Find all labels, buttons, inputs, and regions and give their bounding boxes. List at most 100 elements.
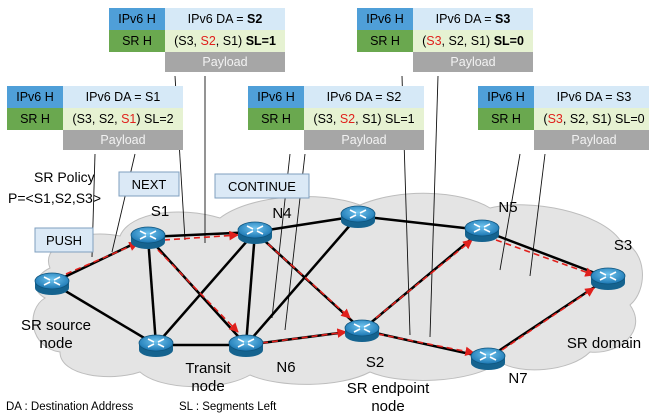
segment-field-bg [534,108,649,130]
legend-sl: SL : Segments Left [179,401,277,413]
srh-tag-bg [478,108,534,130]
endpoint-role-line1: SR endpoint [347,380,430,397]
da-field: IPv6 DA = S2 [327,90,402,104]
da-field-bg [304,86,424,108]
segment-list: (S3, S2, S1) SL=0 [543,112,644,126]
segment-item: S1 [223,34,238,48]
segment-item: S1 [471,34,486,48]
payload-label: Payload [202,55,247,69]
next-label: NEXT [132,177,167,192]
node-label-s3: S3 [614,237,632,254]
node-label-n7: N7 [508,370,527,387]
continue-action-box: CONTINUE [214,173,310,199]
node-label-s1: S1 [151,203,169,220]
segment-item: S1 [592,112,607,126]
segment-list: (S3, S2, S1) SL=2 [72,112,173,126]
srh-tag-bg [109,30,165,52]
segment-list: (S3, S2, S1) SL=1 [313,112,414,126]
node-label-n6: N6 [276,359,295,376]
segment-item: S3 [77,112,92,126]
srh-tag-bg [357,30,413,52]
ipv6-tag-bg [357,8,413,30]
policy-title: SR Policy [34,169,95,185]
segment-close: ) [238,34,246,48]
payload-bg [304,130,424,150]
segment-item: S2 [99,112,114,126]
payload-label: Payload [571,133,616,147]
segment-item: S3 [426,34,441,48]
payload-bg [165,52,285,72]
continue-label: CONTINUE [228,179,296,194]
ipv6-tag-label: IPv6 H [487,90,525,104]
node-label-n5: N5 [498,199,517,216]
srh-tag-label: SR H [370,34,400,48]
segment-close: ) [486,34,494,48]
ipv6-tag-label: IPv6 H [257,90,295,104]
ipv6-tag-bg [478,86,534,108]
ipv6-tag-label: IPv6 H [366,12,404,26]
segment-item: S3 [178,34,193,48]
segment-field-bg [304,108,424,130]
router-source [34,272,70,296]
domain-label: SR domain [567,335,641,352]
da-field-bg [534,86,649,108]
segment-open: ( [543,112,548,126]
da-prefix: IPv6 DA = [86,90,145,104]
policy-segments: P=<S1,S2,S3> [8,190,101,206]
transit-role-line1: Transit [185,360,231,377]
da-value: S2 [386,90,401,104]
ipv6-tag-bg [248,86,304,108]
srh-tag-bg [7,108,63,130]
payload-bg [413,52,533,72]
srh-tag-bg [248,108,304,130]
segment-close: ) [136,112,144,126]
segment-close: ) [607,112,615,126]
transit-role-line2: node [191,378,224,395]
payload-bg [63,130,183,150]
da-prefix: IPv6 DA = [327,90,386,104]
router-transit [138,334,174,358]
router-s1 [130,226,166,250]
segments-left: SL=0 [494,34,524,48]
segment-open: ( [174,34,179,48]
sr-domain-cloud [32,192,643,388]
endpoint-role-line2: node [371,398,404,415]
da-field-bg [413,8,533,30]
next-action-box: NEXT [118,171,180,197]
segment-item: S2 [449,34,464,48]
segments-left: SL=1 [246,34,276,48]
da-prefix: IPv6 DA = [557,90,616,104]
push-action-box: PUSH [34,227,94,253]
payload-bg [534,130,649,150]
payload-label: Payload [341,133,386,147]
segment-field-bg [63,108,183,130]
da-prefix: IPv6 DA = [436,12,495,26]
source-role-line1: SR source [21,317,91,334]
router-n5 [464,219,500,243]
segments-left: SL=0 [615,112,645,126]
da-field-bg [165,8,285,30]
segments-left: SL=1 [385,112,415,126]
da-field: IPv6 DA = S2 [188,12,263,26]
ipv6-tag-bg [109,8,165,30]
segment-open: ( [72,112,77,126]
srh-tag-label: SR H [20,112,50,126]
segments-left: SL=2 [144,112,174,126]
router-s3 [590,267,626,291]
router-s2 [344,319,380,343]
payload-label: Payload [100,133,145,147]
segment-item: S1 [362,112,377,126]
packet-header-h5: IPv6 H IPv6 DA = S3 SR H (S3, S2, S1) SL=0P… [478,86,649,150]
segment-item: S2 [570,112,585,126]
da-field: IPv6 DA = S3 [557,90,632,104]
srh-tag-label: SR H [491,112,521,126]
router-n7 [470,347,506,371]
segment-item: S1 [121,112,136,126]
router-n6 [228,334,264,358]
da-field-bg [63,86,183,108]
segment-field-bg [165,30,285,52]
payload-label: Payload [450,55,495,69]
